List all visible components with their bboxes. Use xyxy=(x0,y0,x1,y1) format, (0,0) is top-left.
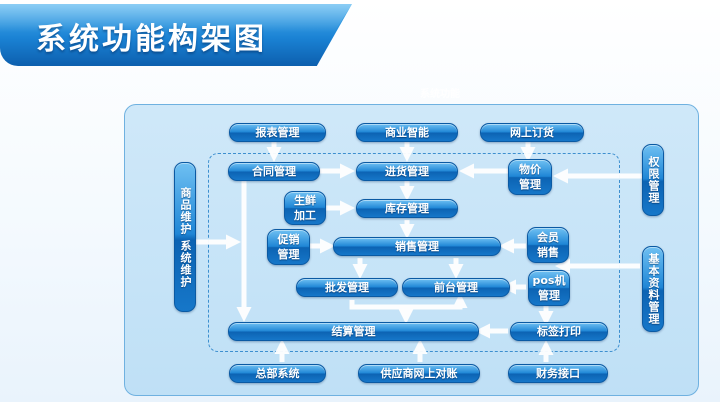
node-sales: 销售管理 xyxy=(333,237,501,256)
node-label-print: 标签打印 xyxy=(510,322,608,341)
node-purchase: 进货管理 xyxy=(356,162,458,181)
title-banner xyxy=(0,4,352,66)
node-supplier: 供应商网上对账 xyxy=(358,364,480,383)
node-wholesale: 批发管理 xyxy=(296,278,398,297)
node-permission: 权限管理 xyxy=(642,144,664,216)
node-fresh: 生鲜 加工 xyxy=(284,191,326,225)
node-report: 报表管理 xyxy=(229,123,326,142)
node-pos: pos机 管理 xyxy=(528,270,570,306)
node-bi: 商业智能 xyxy=(356,123,458,142)
panel-caption: 系统功能 xyxy=(420,89,460,100)
node-goods-maintenance: 商品维护 系统维护 xyxy=(174,162,196,312)
node-front: 前台管理 xyxy=(402,278,510,297)
arrow-to-settlement xyxy=(349,293,468,310)
node-settlement: 结算管理 xyxy=(228,322,479,341)
node-online-order: 网上订货 xyxy=(480,123,584,142)
node-member: 会员 销售 xyxy=(527,227,569,263)
node-promotion: 促销 管理 xyxy=(267,229,310,265)
node-logistics: 物价 管理 xyxy=(508,159,552,195)
node-finance: 财务接口 xyxy=(508,364,608,383)
page-title: 系统功能构架图 xyxy=(36,22,267,57)
node-hq: 总部系统 xyxy=(229,364,326,383)
node-inventory: 库存管理 xyxy=(356,199,458,218)
node-basic-data: 基本资料管理 xyxy=(642,246,664,332)
node-contract: 合同管理 xyxy=(228,162,320,181)
title-shine xyxy=(0,4,352,32)
